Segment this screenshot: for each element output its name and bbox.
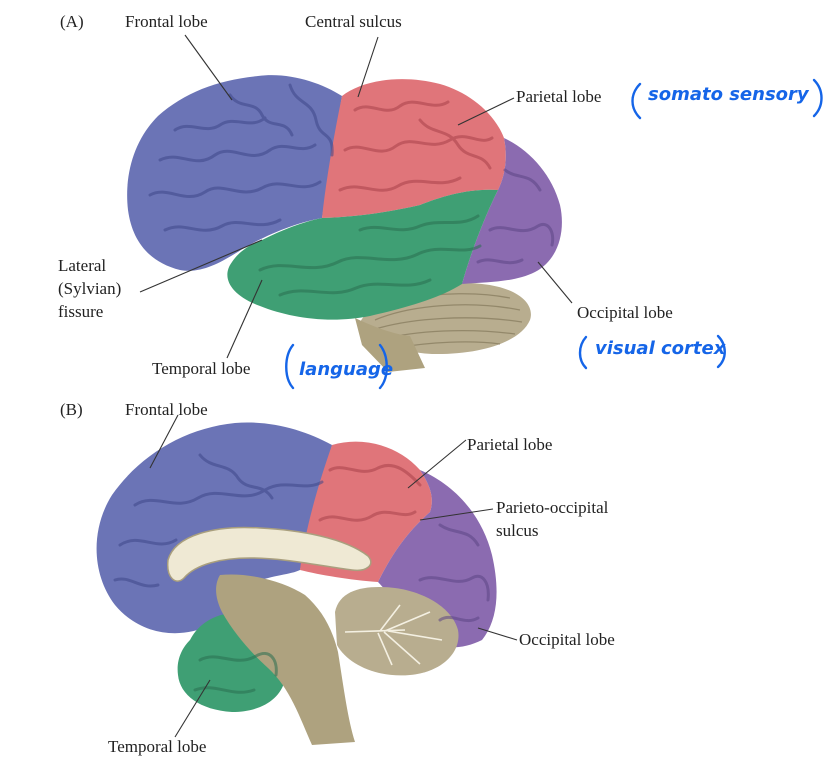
- panel-b-midsagittal-view: (B): [60, 400, 615, 756]
- panel-b-parietal-label: Parietal lobe: [467, 435, 552, 454]
- annotation-language: language: [299, 359, 393, 380]
- panel-a-parietal-label: Parietal lobe: [516, 87, 601, 106]
- panel-a-central-sulcus-label: Central sulcus: [305, 12, 402, 31]
- panel-a-handwritten-annotations: somato sensory visual cortex language: [285, 78, 823, 390]
- panel-a-cerebellum-folia: [371, 293, 523, 349]
- panel-a-occipital-lobe: [462, 138, 562, 284]
- panel-a-lateral-view: (A): [58, 12, 823, 390]
- panel-b-temporal-label: Temporal lobe: [108, 737, 206, 756]
- panel-a-occipital-label: Occipital lobe: [577, 303, 673, 322]
- panel-b-cerebellum: [335, 587, 459, 676]
- panel-a-parietal-lobe: [322, 79, 506, 218]
- panel-b-frontal-label: Frontal lobe: [125, 400, 208, 419]
- panel-b-brainstem: [216, 574, 355, 745]
- panel-b-occipital-label: Occipital lobe: [519, 630, 615, 649]
- panel-b-parieto-occipital-label-line1: Parieto-occipital: [496, 498, 609, 517]
- panel-b-gyri-texture: [113, 453, 490, 694]
- annotation-somatosensory: somato sensory: [648, 84, 810, 105]
- annotation-visual-cortex: visual cortex: [595, 338, 727, 359]
- panel-a-gyri-texture: [148, 83, 555, 297]
- panel-a-leader-lines: [139, 34, 573, 359]
- panel-a-lateral-fissure-label-line2: (Sylvian): [58, 279, 121, 298]
- panel-b-parieto-occipital-label-line2: sulcus: [496, 521, 539, 540]
- panel-b-frontal-lobe: [96, 422, 332, 634]
- panel-a-frontal-label: Frontal lobe: [125, 12, 208, 31]
- panel-a-label: (A): [60, 12, 84, 31]
- panel-b-label: (B): [60, 400, 83, 419]
- panel-a-frontal-lobe: [127, 75, 342, 271]
- panel-a-lateral-fissure-label-line1: Lateral: [58, 256, 106, 275]
- panel-a-lateral-fissure-label-line3: fissure: [58, 302, 103, 321]
- panel-b-leader-lines: [149, 414, 518, 738]
- panel-b-cerebellum-arbor: [344, 604, 443, 666]
- panel-b-corpus-callosum: [167, 526, 372, 582]
- panel-a-brainstem: [355, 318, 425, 372]
- panel-a-temporal-label: Temporal lobe: [152, 359, 250, 378]
